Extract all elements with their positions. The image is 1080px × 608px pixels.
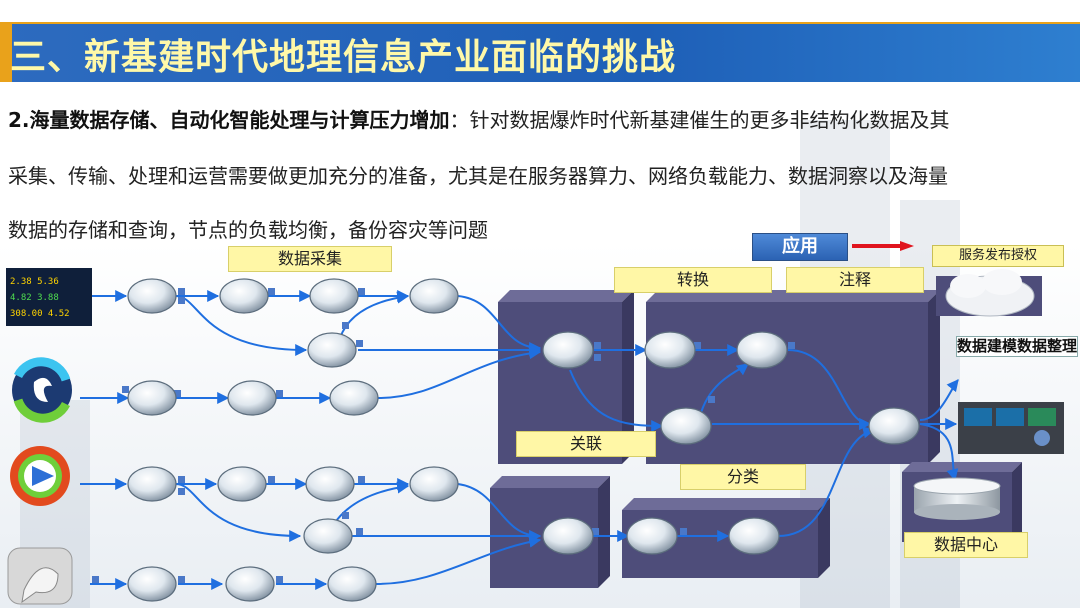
label-service-publish: 服务发布授权 bbox=[932, 245, 1064, 267]
database-cylinder-icon bbox=[913, 477, 1001, 520]
media-play-icon bbox=[10, 446, 70, 506]
paragraph-line-3: 数据的存储和查询，节点的负载均衡，备份容灾等问题 bbox=[8, 218, 488, 242]
svg-text:2.38 5.36: 2.38 5.36 bbox=[10, 277, 59, 287]
label-annotation: 注释 bbox=[786, 267, 924, 293]
title-bar bbox=[0, 22, 1080, 82]
paragraph-line-1: 2.海量数据存储、自动化智能处理与计算压力增加：针对数据爆炸时代新基建催生的更多… bbox=[8, 104, 1074, 133]
monitoring-room-icon bbox=[958, 402, 1064, 454]
page-title: 三、新基建时代地理信息产业面临的挑战 bbox=[10, 37, 677, 78]
paragraph-line-2: 采集、传输、处理和运营需要做更加充分的准备，尤其是在服务器算力、网络负载能力、数… bbox=[8, 164, 948, 188]
stock-ticker-icon: 2.38 5.36 4.82 3.88 308.00 4.52 bbox=[6, 268, 92, 326]
label-classification: 分类 bbox=[680, 464, 806, 490]
svg-text:308.00 4.52: 308.00 4.52 bbox=[10, 309, 70, 319]
processing-nodes bbox=[127, 278, 920, 602]
paragraph-colon: ： bbox=[449, 108, 470, 132]
speech-bubble-icon bbox=[7, 547, 73, 605]
paragraph-line-1-text: 针对数据爆炸时代新基建催生的更多非结构化数据及其 bbox=[469, 108, 950, 132]
red-arrow-icon bbox=[852, 241, 914, 251]
label-conversion: 转换 bbox=[614, 267, 772, 293]
label-data-modeling: 数据建模数据整理 bbox=[956, 336, 1078, 357]
sync-arrows-icon bbox=[12, 357, 72, 423]
application-button[interactable]: 应用 bbox=[752, 233, 848, 261]
cloud-icon bbox=[936, 269, 1042, 317]
label-data-collection: 数据采集 bbox=[228, 246, 392, 272]
title-accent bbox=[0, 22, 12, 82]
paragraph-heading: 2.海量数据存储、自动化智能处理与计算压力增加 bbox=[8, 108, 450, 132]
label-association: 关联 bbox=[516, 431, 656, 457]
svg-text:4.82 3.88: 4.82 3.88 bbox=[10, 293, 59, 303]
connector-markers bbox=[92, 288, 795, 583]
flow-lines bbox=[72, 290, 959, 590]
label-data-center: 数据中心 bbox=[904, 532, 1028, 558]
